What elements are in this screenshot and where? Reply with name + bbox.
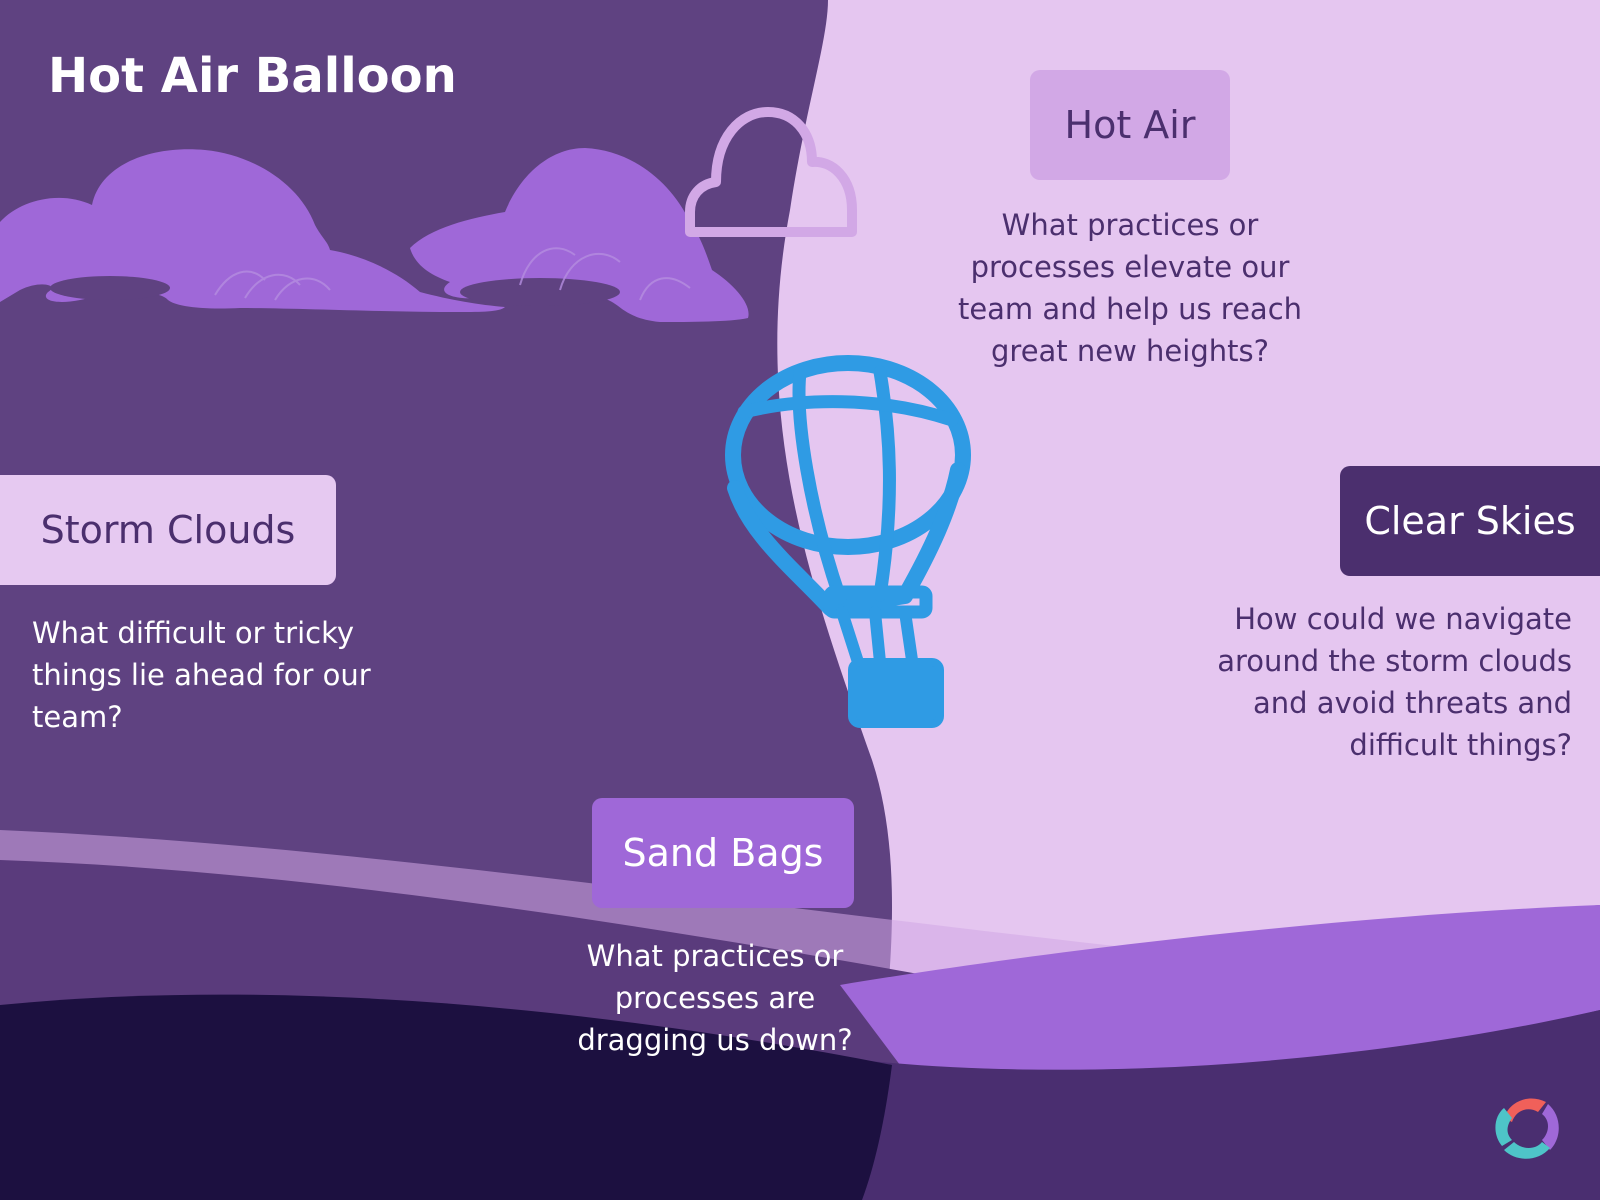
bright-purple-hill — [840, 905, 1600, 1070]
board-title: Hot Air Balloon — [48, 48, 457, 104]
sand-bags-card[interactable]: Sand Bags — [592, 798, 854, 908]
clear-skies-question: How could we navigate around the storm c… — [1217, 602, 1572, 762]
app-logo-icon — [1495, 1098, 1559, 1159]
storm-clouds-illustration — [0, 148, 749, 322]
hot-air-card[interactable]: Hot Air — [1030, 70, 1230, 180]
clear-skies-card[interactable]: Clear Skies — [1340, 466, 1600, 576]
hot-air-question: What practices or processes elevate our … — [957, 208, 1303, 368]
storm-clouds-question: What difficult or tricky things lie ahea… — [32, 616, 371, 734]
deep-purple-ground — [840, 1010, 1600, 1200]
storm-clouds-card[interactable]: Storm Clouds — [0, 475, 336, 585]
hot-air-balloon-icon — [725, 355, 971, 728]
cloud-outline-icon — [685, 107, 857, 237]
sand-bags-question: What practices or processes are dragging… — [577, 939, 853, 1057]
light-sky-region — [777, 0, 1600, 1200]
navy-ground — [0, 994, 892, 1200]
